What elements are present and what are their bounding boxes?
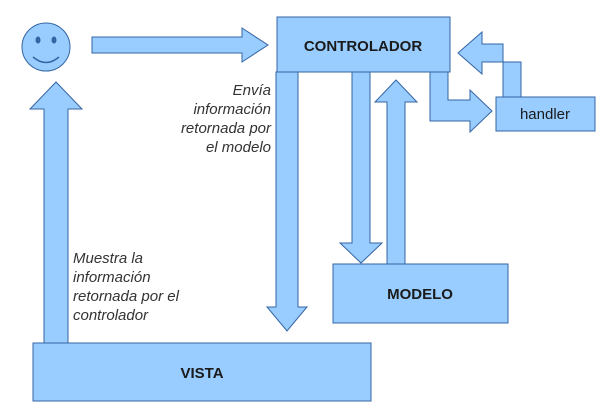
modelo-box <box>332 263 509 324</box>
arrow-vista-to-user <box>28 81 84 344</box>
arrow-user-to-controlador <box>91 27 269 63</box>
note-muestra: Muestra la información retornada por el … <box>73 250 180 324</box>
vista-label: VISTA <box>180 365 223 382</box>
user-smiley-icon <box>21 22 71 72</box>
note-muestra-line: retornada por el <box>73 288 180 305</box>
note-envia-line: Envía <box>233 82 271 99</box>
note-muestra-line: Muestra la <box>73 250 143 267</box>
arrow-controlador-to-handler <box>429 71 493 134</box>
arrow-handler-to-controlador <box>457 30 522 98</box>
note-muestra-line: información <box>73 269 151 286</box>
note-envia-line: el modelo <box>206 139 271 156</box>
handler-label: handler <box>520 106 570 123</box>
handler-box <box>495 96 596 132</box>
note-envia-line: retornada por <box>181 120 272 137</box>
arrow-modelo-to-controlador <box>373 79 419 265</box>
arrow-controlador-to-modelo <box>338 71 384 264</box>
arrow-controlador-to-vista <box>265 71 309 332</box>
controlador-box <box>276 16 451 73</box>
note-muestra-line: controlador <box>73 307 149 324</box>
vista-box <box>32 342 372 402</box>
controlador-label: CONTROLADOR <box>304 38 422 55</box>
note-envia: Envía información retornada por el model… <box>181 82 272 156</box>
note-envia-line: información <box>193 101 271 118</box>
modelo-label: MODELO <box>387 286 453 303</box>
